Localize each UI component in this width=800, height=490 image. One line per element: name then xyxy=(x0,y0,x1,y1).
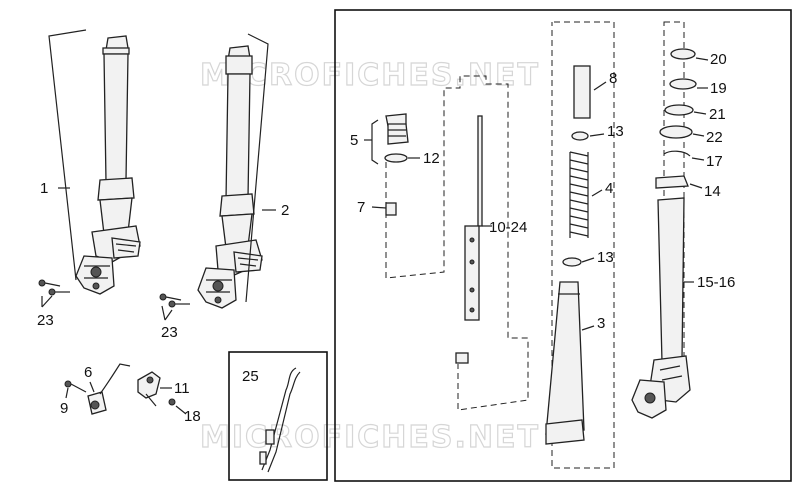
callout-17: 17 xyxy=(706,153,723,170)
callout-5: 5 xyxy=(350,132,358,149)
bolt-9 xyxy=(64,380,87,393)
seal-22 xyxy=(659,125,693,139)
dashed-group-cartridge xyxy=(385,75,529,411)
washer-13-bottom xyxy=(562,257,582,267)
bushing-part xyxy=(455,352,469,364)
callout-11: 11 xyxy=(174,380,190,397)
watermark-top: MICROFICHES.NET xyxy=(200,58,540,93)
inset-frame-25 xyxy=(228,351,328,481)
nut-7 xyxy=(385,202,397,216)
callout-6: 6 xyxy=(84,364,92,381)
callout-1: 1 xyxy=(40,180,48,197)
brake-hose-25 xyxy=(259,367,301,473)
bracket-left-fork xyxy=(48,29,87,281)
leader-7 xyxy=(371,206,387,209)
fork-leg-right xyxy=(197,45,263,309)
callout-20: 20 xyxy=(710,51,727,68)
callout-22: 22 xyxy=(706,129,723,146)
leader-22 xyxy=(692,133,705,137)
callout-2: 2 xyxy=(281,202,289,219)
callout-23a: 23 xyxy=(37,312,54,329)
callout-12: 12 xyxy=(423,150,440,167)
callout-13b: 13 xyxy=(597,249,614,266)
fork-leg-left xyxy=(75,35,141,295)
leader-18 xyxy=(175,405,187,415)
internals-frame xyxy=(334,9,792,482)
preload-tube-8 xyxy=(573,65,591,119)
leader-23b xyxy=(161,305,173,321)
dust-seal-14 xyxy=(655,175,689,189)
leader-13b xyxy=(581,257,595,263)
callout-15-16: 15-16 xyxy=(697,274,735,291)
cap-5 xyxy=(385,113,409,145)
bracket-right-fork xyxy=(245,33,269,303)
bushing-20 xyxy=(670,48,696,60)
callout-21: 21 xyxy=(709,106,726,123)
slider-tube-15-16 xyxy=(631,197,691,419)
leader-17 xyxy=(691,157,705,161)
bracket-5 xyxy=(371,119,379,165)
leader-23a xyxy=(41,295,53,308)
leader-9 xyxy=(65,387,69,399)
leader-4 xyxy=(591,189,603,197)
speed-sensor-6 xyxy=(87,363,131,415)
spring-4 xyxy=(569,151,589,238)
callout-8: 8 xyxy=(609,70,617,87)
screw-18 xyxy=(168,398,176,406)
leader-6 xyxy=(89,381,95,393)
callout-14: 14 xyxy=(704,183,721,200)
oring-12 xyxy=(384,153,408,163)
callout-10-24: 10-24 xyxy=(489,219,527,236)
leader-20 xyxy=(695,57,709,61)
leader-3 xyxy=(581,325,595,331)
callout-23b: 23 xyxy=(161,324,178,341)
bracket-11 xyxy=(137,371,161,407)
leader-13a xyxy=(589,133,605,137)
callout-18: 18 xyxy=(184,408,201,425)
clip-17 xyxy=(663,150,691,157)
callout-9: 9 xyxy=(60,400,68,417)
leader-21 xyxy=(693,111,707,115)
callout-7: 7 xyxy=(357,199,365,216)
callout-3: 3 xyxy=(597,315,605,332)
leader-14 xyxy=(689,183,703,189)
washer-21 xyxy=(664,104,694,116)
callout-4: 4 xyxy=(605,180,613,197)
leader-8 xyxy=(593,81,607,91)
outer-tube-3 xyxy=(545,281,585,445)
screws-23-right xyxy=(159,293,190,308)
callout-19: 19 xyxy=(710,80,727,97)
damper-rod-10-24 xyxy=(464,115,483,321)
callout-25: 25 xyxy=(242,368,259,385)
watermark-bottom: MICROFICHES.NET xyxy=(200,420,540,455)
dashed-group-spring xyxy=(551,21,615,469)
washer-13-top xyxy=(571,131,589,141)
screws-23-left xyxy=(38,279,70,296)
bushing-19 xyxy=(669,78,697,90)
callout-13a: 13 xyxy=(607,123,624,140)
